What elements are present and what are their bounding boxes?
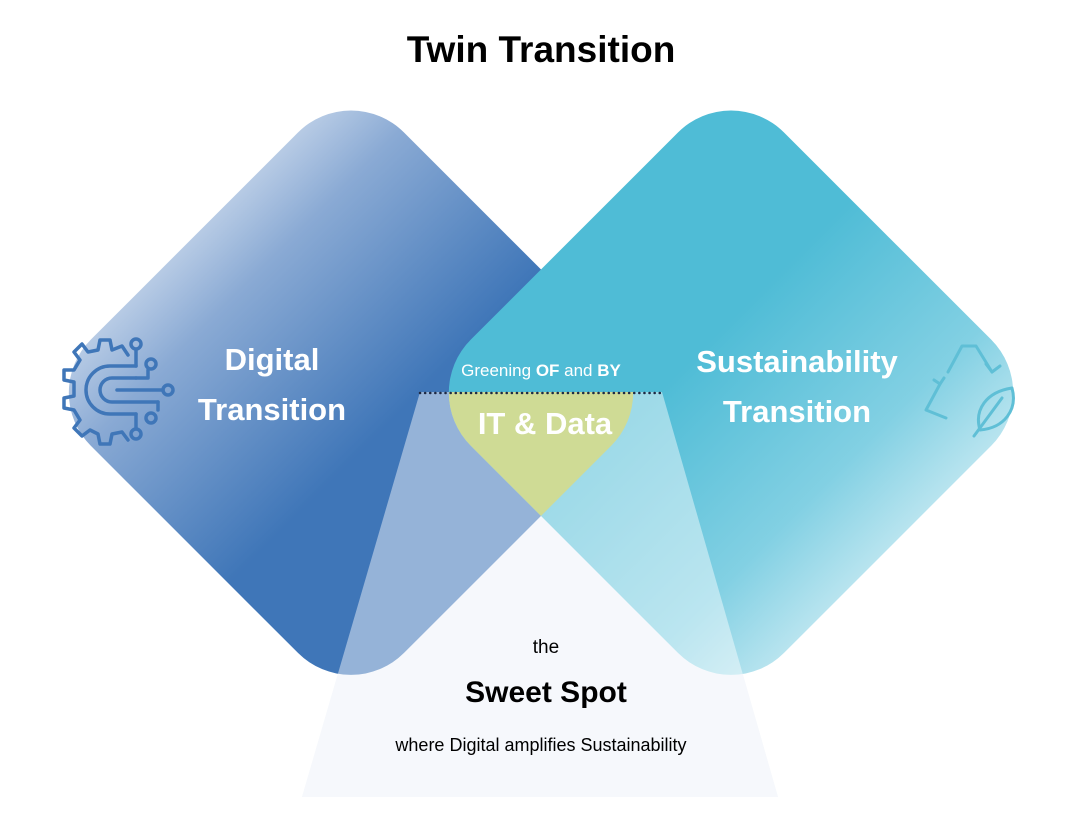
diagram-title: Twin Transition	[407, 29, 676, 70]
digital-label-line1: Digital	[225, 342, 320, 377]
digital-transition-diamond	[68, 110, 634, 675]
sweet-spot-overlay	[302, 392, 778, 797]
it-data-label: IT & Data	[478, 406, 613, 441]
recycle-leaf-icon	[924, 344, 1015, 438]
sweet-spot-title: Sweet Spot	[465, 676, 627, 709]
sustainability-transition-diamond	[448, 110, 1014, 675]
sustainability-label-line1: Sustainability	[696, 344, 898, 379]
sweet-spot-the: the	[533, 637, 559, 658]
sweet-spot-subtitle: where Digital amplifies Sustainability	[394, 735, 686, 755]
sustainability-label-line2: Transition	[723, 394, 871, 429]
digital-label-line2: Transition	[198, 392, 346, 427]
gear-circuit-icon	[62, 337, 175, 446]
greening-label: Greening OF and BY	[461, 361, 621, 380]
